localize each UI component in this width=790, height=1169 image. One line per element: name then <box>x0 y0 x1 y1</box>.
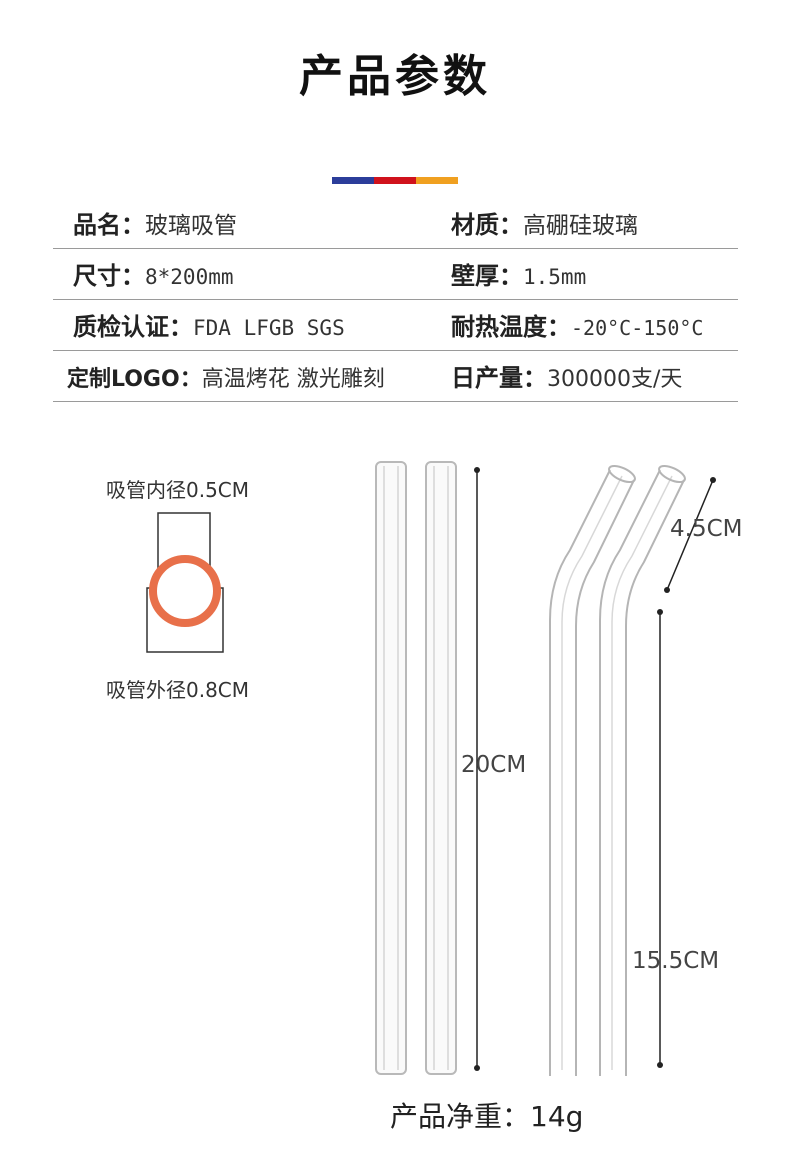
spec-value: FDA LFGB SGS <box>193 316 345 340</box>
spec-cell-daily-output: 日产量：300000支/天 <box>451 358 682 393</box>
spec-key: 日产量： <box>451 364 547 392</box>
accent-bar-yellow <box>416 177 458 184</box>
spec-cell-logo: 定制LOGO：高温烤花 激光雕刻 <box>67 361 385 393</box>
accent-bar <box>332 177 458 184</box>
accent-bar-blue <box>332 177 374 184</box>
length-indicator-4-5cm <box>664 477 716 593</box>
straws-illustration <box>375 461 716 1076</box>
spec-value: 高温烤花 激光雕刻 <box>201 367 385 392</box>
accent-bar-red <box>374 177 416 184</box>
spec-cell-name: 品名：玻璃吸管 <box>73 205 237 240</box>
net-weight-value: 14g <box>530 1100 584 1133</box>
spec-cell-size: 尺寸：8*200mm <box>73 256 234 291</box>
bent-straw-1 <box>549 464 636 1076</box>
spec-value: 玻璃吸管 <box>145 213 237 239</box>
spec-key: 尺寸： <box>73 262 145 290</box>
straight-length-label: 20CM <box>461 752 527 778</box>
spec-row: 质检认证：FDA LFGB SGS 耐热温度：-20°C-150°C <box>53 300 738 351</box>
straight-straw-1 <box>375 461 407 1075</box>
spec-cell-thickness: 壁厚：1.5mm <box>451 256 586 291</box>
bend-length-label: 4.5CM <box>670 516 743 542</box>
spec-key: 品名： <box>73 211 145 239</box>
spec-value: -20°C-150°C <box>571 316 704 340</box>
outer-diameter-label: 吸管外径0.8CM <box>106 678 250 702</box>
length-indicator-20cm <box>474 467 480 1071</box>
spec-row: 品名：玻璃吸管 材质：高硼硅玻璃 <box>53 198 738 249</box>
length-indicator-15-5cm <box>657 609 663 1068</box>
spec-key: 质检认证： <box>73 313 193 341</box>
net-weight: 产品净重：14g <box>390 1095 583 1135</box>
spec-value: 高硼硅玻璃 <box>523 213 638 239</box>
net-weight-label: 产品净重： <box>390 1100 531 1133</box>
spec-key: 材质： <box>451 211 523 239</box>
spec-key: 定制LOGO： <box>67 367 202 392</box>
bent-straw-2 <box>599 464 686 1076</box>
cross-section-ring <box>149 555 221 627</box>
spec-cell-material: 材质：高硼硅玻璃 <box>451 205 638 240</box>
page-title: 产品参数 <box>299 51 491 102</box>
bent-long-length-label: 15.5CM <box>632 948 720 974</box>
spec-key: 耐热温度： <box>451 313 571 341</box>
inner-diameter-label: 吸管内径0.5CM <box>106 478 250 502</box>
spec-value: 8*200mm <box>145 265 234 289</box>
diameter-diagram <box>146 512 224 653</box>
spec-table: 品名：玻璃吸管 材质：高硼硅玻璃 尺寸：8*200mm 壁厚：1.5mm 质检认… <box>53 198 738 402</box>
spec-value: 1.5mm <box>523 265 587 289</box>
spec-cell-heat-resistance: 耐热温度：-20°C-150°C <box>451 307 703 342</box>
straight-straw-2 <box>425 461 457 1075</box>
spec-key: 壁厚： <box>451 262 523 290</box>
spec-value: 300000支/天 <box>547 367 683 392</box>
spec-row: 定制LOGO：高温烤花 激光雕刻 日产量：300000支/天 <box>53 351 738 402</box>
spec-row: 尺寸：8*200mm 壁厚：1.5mm <box>53 249 738 300</box>
spec-cell-certification: 质检认证：FDA LFGB SGS <box>73 307 345 342</box>
